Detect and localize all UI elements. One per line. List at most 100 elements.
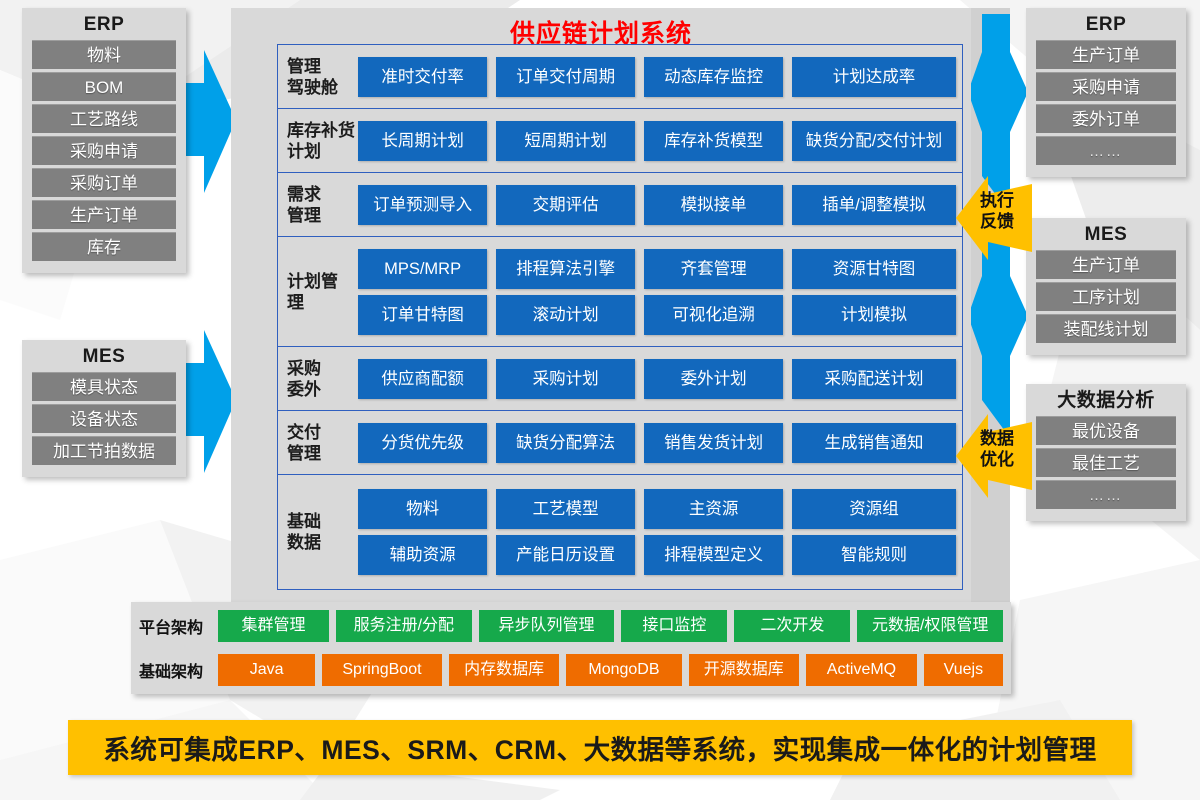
- right-system-card-erp: ERP 生产订单 采购申请 委外订单 ……: [1026, 8, 1186, 177]
- base-chip[interactable]: MongoDB: [566, 654, 682, 686]
- list-item[interactable]: 最优设备: [1036, 416, 1176, 445]
- module-cell[interactable]: 智能规则: [792, 535, 956, 575]
- module-row-label: 基础 数据: [287, 512, 321, 552]
- left-system-mes-title: MES: [82, 346, 126, 367]
- module-row-label: 交付 管理: [287, 422, 321, 463]
- module-cell[interactable]: 采购计划: [496, 358, 636, 399]
- supply-chain-planning-board: 供应链计划系统 管理 驾驶舱 准时交付率 订单交付周期 动态库存监控 计划达成率…: [231, 8, 971, 604]
- module-cell[interactable]: 模拟接单: [644, 184, 784, 225]
- feedback-arrow-execution-label: 执行 反馈: [980, 191, 1014, 231]
- list-item[interactable]: 采购申请: [1036, 72, 1176, 101]
- module-cell[interactable]: 供应商配额: [358, 358, 488, 399]
- list-item[interactable]: 最佳工艺: [1036, 448, 1176, 477]
- list-item[interactable]: 生产订单: [1036, 250, 1176, 279]
- module-cell[interactable]: 缺货分配/交付计划: [792, 120, 956, 161]
- module-cell[interactable]: 订单甘特图: [358, 294, 488, 335]
- flow-arrow-system-to-mes: [968, 238, 1028, 438]
- module-cell[interactable]: 资源甘特图: [792, 248, 956, 289]
- module-cell[interactable]: 排程模型定义: [644, 535, 784, 575]
- base-chip[interactable]: SpringBoot: [322, 654, 442, 686]
- list-item[interactable]: 生产订单: [32, 200, 176, 229]
- module-cell[interactable]: 排程算法引擎: [496, 248, 636, 289]
- list-item[interactable]: 生产订单: [1036, 40, 1176, 69]
- list-item[interactable]: BOM: [32, 72, 176, 101]
- module-cell[interactable]: 产能日历设置: [496, 535, 636, 575]
- list-item[interactable]: 采购申请: [32, 136, 176, 165]
- module-grid: 管理 驾驶舱 准时交付率 订单交付周期 动态库存监控 计划达成率 库存补货 计划: [277, 44, 963, 590]
- base-architecture-row: 基础架构 Java SpringBoot 内存数据库 MongoDB 开源数据库…: [139, 653, 1003, 687]
- module-cell[interactable]: 缺货分配算法: [496, 422, 636, 463]
- platform-chip[interactable]: 异步队列管理: [478, 610, 615, 642]
- base-chip[interactable]: Vuejs: [923, 654, 1003, 686]
- module-cell[interactable]: 计划模拟: [792, 294, 956, 335]
- module-cell[interactable]: 工艺模型: [496, 489, 636, 529]
- base-chip[interactable]: Java: [218, 654, 316, 686]
- list-item[interactable]: 模具状态: [32, 372, 176, 401]
- feedback-arrow-execution: [956, 176, 1032, 260]
- platform-chip[interactable]: 接口监控: [621, 610, 728, 642]
- list-item[interactable]: 库存: [32, 232, 176, 261]
- flow-arrow-erp-to-system: [173, 50, 236, 193]
- module-cell[interactable]: 长周期计划: [358, 120, 488, 161]
- left-system-mes-items: 模具状态 设备状态 加工节拍数据: [32, 372, 176, 465]
- left-system-erp-items: 物料 BOM 工艺路线 采购申请 采购订单 生产订单 库存: [32, 40, 176, 261]
- module-cell[interactable]: 滚动计划: [496, 294, 636, 335]
- right-system-bigdata-items: 最优设备 最佳工艺 ……: [1036, 416, 1176, 509]
- platform-chip[interactable]: 集群管理: [218, 610, 329, 642]
- list-item[interactable]: 委外订单: [1036, 104, 1176, 133]
- module-cell[interactable]: 主资源: [644, 489, 784, 529]
- module-cell[interactable]: 订单交付周期: [496, 56, 636, 97]
- module-row-label: 计划管 理: [287, 271, 338, 312]
- summary-banner-text: 系统可集成ERP、MES、SRM、CRM、大数据等系统，实现集成一体化的计划管理: [103, 735, 1097, 765]
- list-item[interactable]: 工艺路线: [32, 104, 176, 133]
- module-cell[interactable]: 生成销售通知: [792, 422, 956, 463]
- right-system-mes-items: 生产订单 工序计划 装配线计划: [1036, 250, 1176, 343]
- right-system-bigdata-title: 大数据分析: [1057, 390, 1155, 411]
- flow-arrow-mes-to-system: [173, 330, 236, 473]
- module-row-label: 需求 管理: [287, 184, 321, 225]
- list-item[interactable]: 设备状态: [32, 404, 176, 433]
- module-row-label: 管理 驾驶舱: [287, 56, 338, 97]
- module-row-purchase-outsourcing: 采购 委外 供应商配额 采购计划 委外计划 采购配送计划: [278, 347, 962, 411]
- list-item[interactable]: ……: [1036, 480, 1176, 509]
- right-system-card-bigdata: 大数据分析 最优设备 最佳工艺 ……: [1026, 384, 1186, 521]
- list-item[interactable]: 采购订单: [32, 168, 176, 197]
- platform-chip[interactable]: 元数据/权限管理: [857, 610, 1003, 642]
- base-chip[interactable]: 内存数据库: [448, 654, 560, 686]
- list-item[interactable]: ……: [1036, 136, 1176, 165]
- module-row-master-data: 基础 数据 物料 工艺模型 主资源 资源组 辅助资源 产能日历设置 排程模型定义…: [278, 475, 962, 589]
- base-architecture-label: 基础架构: [139, 664, 204, 681]
- list-item[interactable]: 加工节拍数据: [32, 436, 176, 465]
- feedback-arrow-data-optimization-label: 数据 优化: [980, 429, 1014, 469]
- architecture-strip: 平台架构 集群管理 服务注册/分配 异步队列管理 接口监控 二次开发 元数据/权…: [131, 602, 1011, 694]
- module-cell[interactable]: 插单/调整模拟: [792, 184, 956, 225]
- module-cell[interactable]: 计划达成率: [792, 56, 956, 97]
- feedback-arrow-data-optimization: [956, 414, 1032, 498]
- module-row-label: 库存补货 计划: [287, 120, 355, 161]
- list-item[interactable]: 工序计划: [1036, 282, 1176, 311]
- right-system-mes-title: MES: [1084, 224, 1128, 245]
- module-cell[interactable]: 物料: [358, 489, 488, 529]
- module-cell[interactable]: 订单预测导入: [358, 184, 488, 225]
- module-cell[interactable]: 交期评估: [496, 184, 636, 225]
- module-cell[interactable]: 销售发货计划: [644, 422, 784, 463]
- module-cell[interactable]: 可视化追溯: [644, 294, 784, 335]
- module-cell[interactable]: 资源组: [792, 489, 956, 529]
- platform-chip[interactable]: 二次开发: [734, 610, 851, 642]
- base-chip[interactable]: 开源数据库: [688, 654, 800, 686]
- module-cell[interactable]: MPS/MRP: [358, 248, 488, 289]
- list-item[interactable]: 装配线计划: [1036, 314, 1176, 343]
- module-cell[interactable]: 库存补货模型: [644, 120, 784, 161]
- module-row-delivery-management: 交付 管理 分货优先级 缺货分配算法 销售发货计划 生成销售通知: [278, 411, 962, 475]
- platform-chip[interactable]: 服务注册/分配: [335, 610, 472, 642]
- list-item[interactable]: 物料: [32, 40, 176, 69]
- module-cell[interactable]: 委外计划: [644, 358, 784, 399]
- module-cell[interactable]: 短周期计划: [496, 120, 636, 161]
- module-cell[interactable]: 辅助资源: [358, 535, 488, 575]
- module-cell[interactable]: 齐套管理: [644, 248, 784, 289]
- module-cell[interactable]: 动态库存监控: [644, 56, 784, 97]
- module-cell[interactable]: 准时交付率: [358, 56, 488, 97]
- module-cell[interactable]: 分货优先级: [358, 422, 488, 463]
- module-cell[interactable]: 采购配送计划: [792, 358, 956, 399]
- base-chip[interactable]: ActiveMQ: [806, 654, 917, 686]
